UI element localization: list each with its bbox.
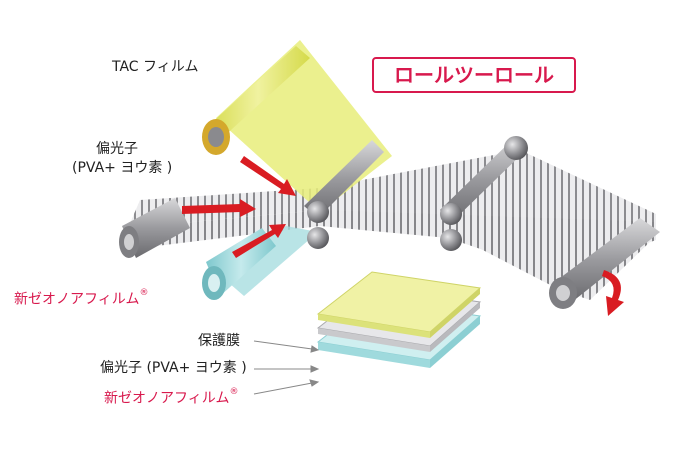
- nip-roller-1-top: [307, 201, 329, 223]
- arrow-zeonor: [232, 224, 286, 258]
- label-zeonor-bottom: 新ゼオノアフィルム®: [104, 387, 238, 408]
- registered-mark-top: ®: [139, 288, 149, 298]
- label-protective-film: 保護膜: [198, 333, 240, 349]
- nip-roller-2-bottom: [440, 229, 462, 251]
- arrow-polarizer: [182, 199, 256, 217]
- arrow-tac: [240, 156, 296, 196]
- flow-arrows: [182, 156, 624, 316]
- label-zeonor-bottom-text: 新ゼオノアフィルム: [104, 390, 230, 407]
- zeonor-film-sheet: [202, 226, 318, 300]
- take-up-roll: [549, 218, 660, 309]
- leader-lines: [253, 340, 320, 395]
- label-zeonor-top: 新ゼオノアフィルム®: [14, 288, 148, 309]
- title-box: ロールツーロール: [372, 57, 576, 93]
- label-tac-film: TAC フィルム: [112, 59, 199, 75]
- label-polarizer-legend: 偏光子 (PVA+ ヨウ素 ): [100, 360, 247, 376]
- nip-roller-1-bottom: [307, 227, 329, 249]
- rotation-arrow: [602, 270, 624, 316]
- polarizer-supply-roll: [119, 198, 190, 258]
- label-polarizer-line2: (PVA+ ヨウ素 ): [72, 160, 173, 176]
- nip-roller-2-top: [440, 203, 462, 225]
- registered-mark-bottom: ®: [229, 387, 239, 397]
- label-polarizer-line1: 偏光子: [96, 141, 138, 157]
- label-zeonor-top-text: 新ゼオノアフィルム: [14, 291, 140, 308]
- laminate-stack: [316, 271, 482, 368]
- guide-rollers: [304, 136, 528, 251]
